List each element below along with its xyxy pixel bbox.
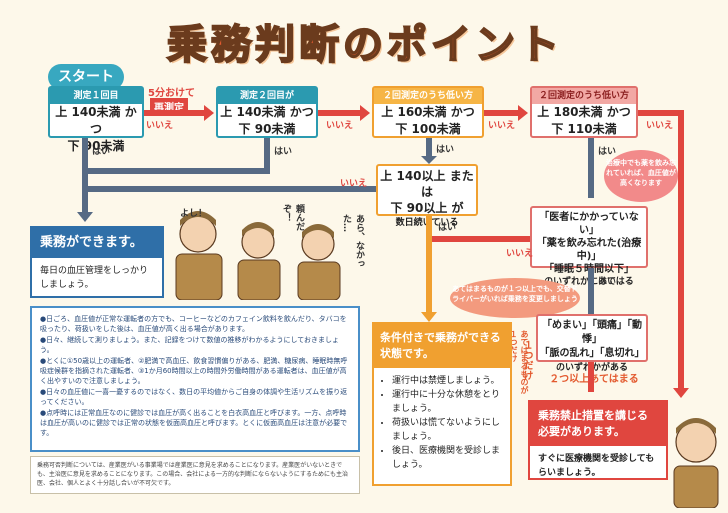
note-1: ●日ごろ、血圧値が正常な運転者の方でも、コーヒーなどのカフェイン飲料を飲んだり、… bbox=[40, 315, 347, 334]
ok-box: 乗務ができます。 毎日の血圧管理をしっかりしましょう。 bbox=[30, 226, 164, 298]
yes-label-2: はい bbox=[274, 147, 293, 157]
arrowhead-1-2 bbox=[204, 105, 214, 121]
drivers-icon bbox=[175, 211, 341, 301]
measurement-1-lower: 下 90未満 bbox=[67, 139, 125, 153]
yes-arrowhead-ok bbox=[77, 212, 93, 222]
recheck-top: 5分おけて bbox=[148, 88, 195, 99]
yes-label-check1: はい bbox=[598, 277, 617, 287]
no-label-2: いいえ bbox=[326, 121, 354, 131]
yes-line-5 bbox=[426, 216, 432, 316]
yes-line-3 bbox=[426, 138, 432, 158]
side-one-label: あてはまるものが１つだけ bbox=[509, 330, 529, 394]
measurement-1-box: 測定１回目 上 140未満 かつ 下 90未満 bbox=[48, 86, 144, 153]
note-3: ●とくに①50歳以上の運転者、②肥満で高血圧、飲食習慣偏りがある、肥満、糖尿病、… bbox=[40, 356, 348, 386]
check1-line-2: 「薬を飲み忘れた(治療中)」 bbox=[536, 238, 642, 262]
yes-line-4 bbox=[588, 138, 594, 198]
no-label-4: いいえ bbox=[646, 121, 674, 131]
yes-label-1: はい bbox=[92, 147, 111, 157]
check2-line-2: 「脈の乱れ」「息切れ」 bbox=[539, 348, 645, 359]
measurement-3-upper: 上 160未満 かつ bbox=[381, 105, 475, 119]
note-5: ●点呼時には正常血圧なのに健診では血圧が高く出ることを白衣高血圧と呼びます。一方… bbox=[40, 408, 348, 438]
arrowhead-3-4 bbox=[518, 105, 528, 121]
conditional-item: 運行中に十分な休憩をとりましょう。 bbox=[392, 388, 506, 416]
yes-label-4: はい bbox=[598, 147, 617, 157]
measurement-1-header: 測定１回目 bbox=[50, 88, 142, 104]
conditional-header: 条件付きで乗務ができる状態です。 bbox=[374, 324, 510, 368]
yes-line-check1 bbox=[588, 268, 594, 314]
persistent-line-2: 下 90以上 が bbox=[390, 201, 464, 215]
yes-line-2h bbox=[88, 168, 270, 174]
stop-box: 乗務禁止措置を講じる必要があります。 すぐに医療機関を受診してもらいましょう。 bbox=[528, 400, 668, 480]
arrowhead-2-3 bbox=[360, 105, 370, 121]
page-title: 乗務判断のポイント bbox=[166, 21, 563, 69]
arrow-3-4 bbox=[484, 110, 520, 116]
conditional-box: 条件付きで乗務ができる状態です。 運行中は禁煙しましょう。 運行中に十分な休憩を… bbox=[372, 322, 512, 486]
measurement-3-box: ２回測定のうち低い方 上 160未満 かつ 下 100未満 bbox=[372, 86, 484, 138]
measurement-3-header: ２回測定のうち低い方 bbox=[374, 88, 482, 104]
arrowhead-to-stop bbox=[673, 388, 689, 398]
speech-tanomu: 頼んだぞ！ bbox=[281, 204, 304, 231]
note-4: ●日々の血圧値に一喜一憂するのではなく、数日の平均値からご自身の体調や生活リズム… bbox=[40, 387, 348, 407]
one-only-label: １つだけ bbox=[521, 340, 532, 380]
stop-header: 乗務禁止措置を講じる必要があります。 bbox=[530, 402, 666, 446]
one-item-bubble: あてはまるものが１つ以上でも、交替ドライバーがいれば乗務を変更しましょう bbox=[450, 278, 580, 318]
two-or-more-label: ２つ以上あてはまる bbox=[548, 370, 640, 386]
ok-header: 乗務ができます。 bbox=[32, 228, 162, 258]
no-label-1: いいえ bbox=[146, 121, 174, 131]
measurement-2-box: 測定２回目が 上 140未満 かつ 下 90未満 bbox=[216, 86, 318, 138]
worried-driver-icon bbox=[673, 418, 719, 509]
stop-text: すぐに医療機関を受診してもらいましょう。 bbox=[538, 454, 655, 478]
measurement-3-lower: 下 100未満 bbox=[395, 122, 461, 136]
no-label-5: いいえ bbox=[340, 179, 368, 189]
no-label-check1: いいえ bbox=[506, 249, 534, 259]
arrow-1-2 bbox=[144, 110, 206, 116]
measurement-2-lower: 下 90未満 bbox=[238, 122, 296, 136]
no-line-check1 bbox=[432, 236, 530, 242]
conditional-list: 運行中は禁煙しましょう。 運行中に十分な休憩をとりましょう。 荷扱いは慌てないよ… bbox=[392, 374, 506, 472]
measurement-4-box: ２回測定のうち低い方 上 180未満 かつ 下 110未満 bbox=[530, 86, 638, 138]
check2-line-1: 「めまい」「頭痛」「動悸」 bbox=[542, 320, 642, 345]
conditional-item: 後日、医療機関を受診しましょう。 bbox=[392, 444, 506, 472]
persistent-line-1: 上 140以上 または bbox=[380, 169, 474, 199]
start-badge: スタート bbox=[48, 64, 124, 90]
speech-ara: あら、なかった… bbox=[341, 214, 364, 268]
yes-label-5: はい bbox=[438, 223, 457, 233]
no-line-5 bbox=[88, 186, 376, 192]
measurement-2-upper: 上 140未満 かつ bbox=[220, 105, 314, 119]
conditional-item: 運行中は禁煙しましょう。 bbox=[392, 374, 506, 388]
measurement-4-lower: 下 110未満 bbox=[551, 122, 617, 136]
check1-line-1: 「医者にかかっていない」 bbox=[539, 212, 639, 236]
note-2: ●日々、継続して測りましょう。また、記録をつけて数値の推移がわかるようにしておき… bbox=[40, 335, 340, 355]
arrow-right-down bbox=[678, 110, 684, 392]
yes-line-2 bbox=[264, 138, 270, 174]
condition-check-1: 「医者にかかっていない」 「薬を飲み忘れた(治療中)」 「睡眠５時間以下」 のい… bbox=[530, 206, 648, 287]
fine-print: 乗務可否判断については、産業医がいる事業場では産業医に意見を求めることになります… bbox=[30, 456, 360, 494]
yes-arrowhead-3 bbox=[421, 156, 437, 164]
ok-text: 毎日の血圧管理をしっかりしましょう。 bbox=[40, 266, 149, 290]
arrow-4-right bbox=[638, 110, 682, 116]
persistent-high-box: 上 140以上 または 下 90以上 が 数日続いている bbox=[376, 164, 478, 228]
notes-panel: ●日ごろ、血圧値が正常な運転者の方でも、コーヒーなどのカフェイン飲料を飲んだり、… bbox=[30, 306, 360, 452]
arrow-to-stop bbox=[588, 362, 594, 392]
yes-arrowhead-5 bbox=[421, 312, 437, 322]
speech-yoshi: よし！ bbox=[180, 209, 208, 219]
worried-driver bbox=[668, 408, 724, 509]
arrow-2-3 bbox=[318, 110, 362, 116]
forgot-meds-bubble: 治療中でも薬を飲み忘れていれば、血圧値が高くなります bbox=[604, 150, 678, 202]
drivers-illustration bbox=[168, 196, 358, 301]
measurement-1-upper: 上 140未満 かつ bbox=[55, 105, 137, 136]
measurement-2-header: 測定２回目が bbox=[218, 88, 316, 104]
yes-label-3: はい bbox=[436, 145, 455, 155]
conditional-item: 荷扱いは慌てないようにしましょう。 bbox=[392, 416, 506, 444]
measurement-4-upper: 上 180未満 かつ bbox=[537, 105, 631, 119]
measurement-4-header: ２回測定のうち低い方 bbox=[532, 88, 636, 104]
no-label-3: いいえ bbox=[488, 121, 516, 131]
yes-line-1 bbox=[82, 138, 88, 214]
condition-check-2: 「めまい」「頭痛」「動悸」 「脈の乱れ」「息切れ」 のいずれかがある bbox=[536, 314, 648, 373]
